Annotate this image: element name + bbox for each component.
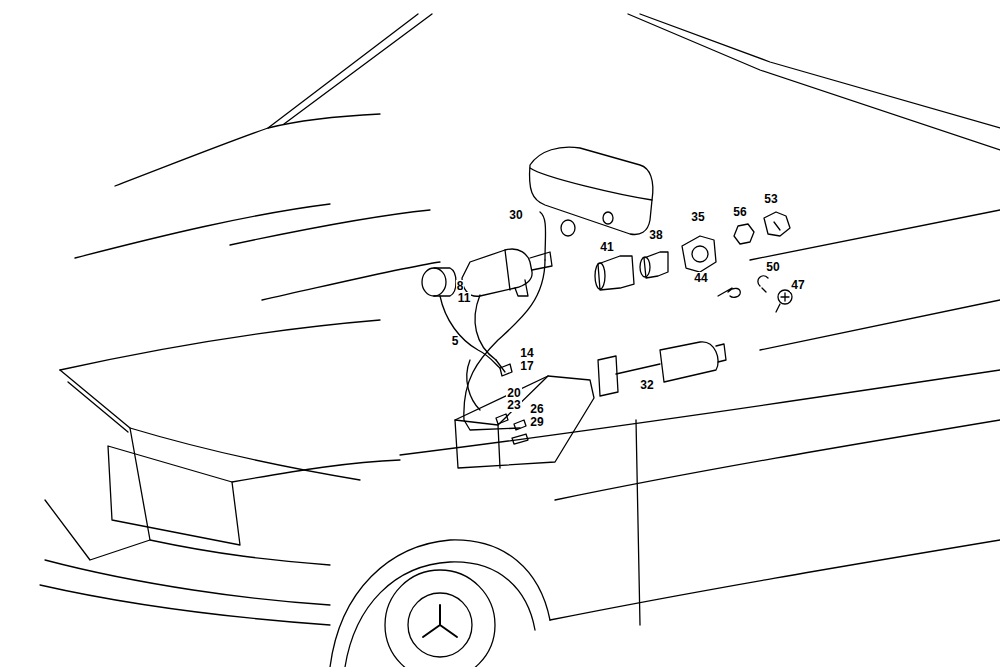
callout-number: 23 bbox=[506, 399, 521, 412]
callout-number: 53 bbox=[763, 193, 778, 206]
callout-number: 32 bbox=[639, 379, 654, 392]
callout-number: 38 bbox=[648, 229, 663, 242]
callout-number: 41 bbox=[599, 241, 614, 254]
callout-number: 29 bbox=[529, 416, 544, 429]
callout-number: 17 bbox=[519, 360, 534, 373]
callout-number: 5 bbox=[451, 335, 460, 348]
callout-number: 30 bbox=[508, 209, 523, 222]
callout-number: 44 bbox=[693, 272, 708, 285]
callout-number: 56 bbox=[732, 206, 747, 219]
callout-number: 50 bbox=[765, 261, 780, 274]
callout-number: 26 bbox=[529, 403, 544, 416]
callout-number: 11 bbox=[457, 292, 472, 305]
callout-number: 47 bbox=[790, 279, 805, 292]
callout-number: 35 bbox=[690, 211, 705, 224]
callout-number: 14 bbox=[519, 347, 534, 360]
